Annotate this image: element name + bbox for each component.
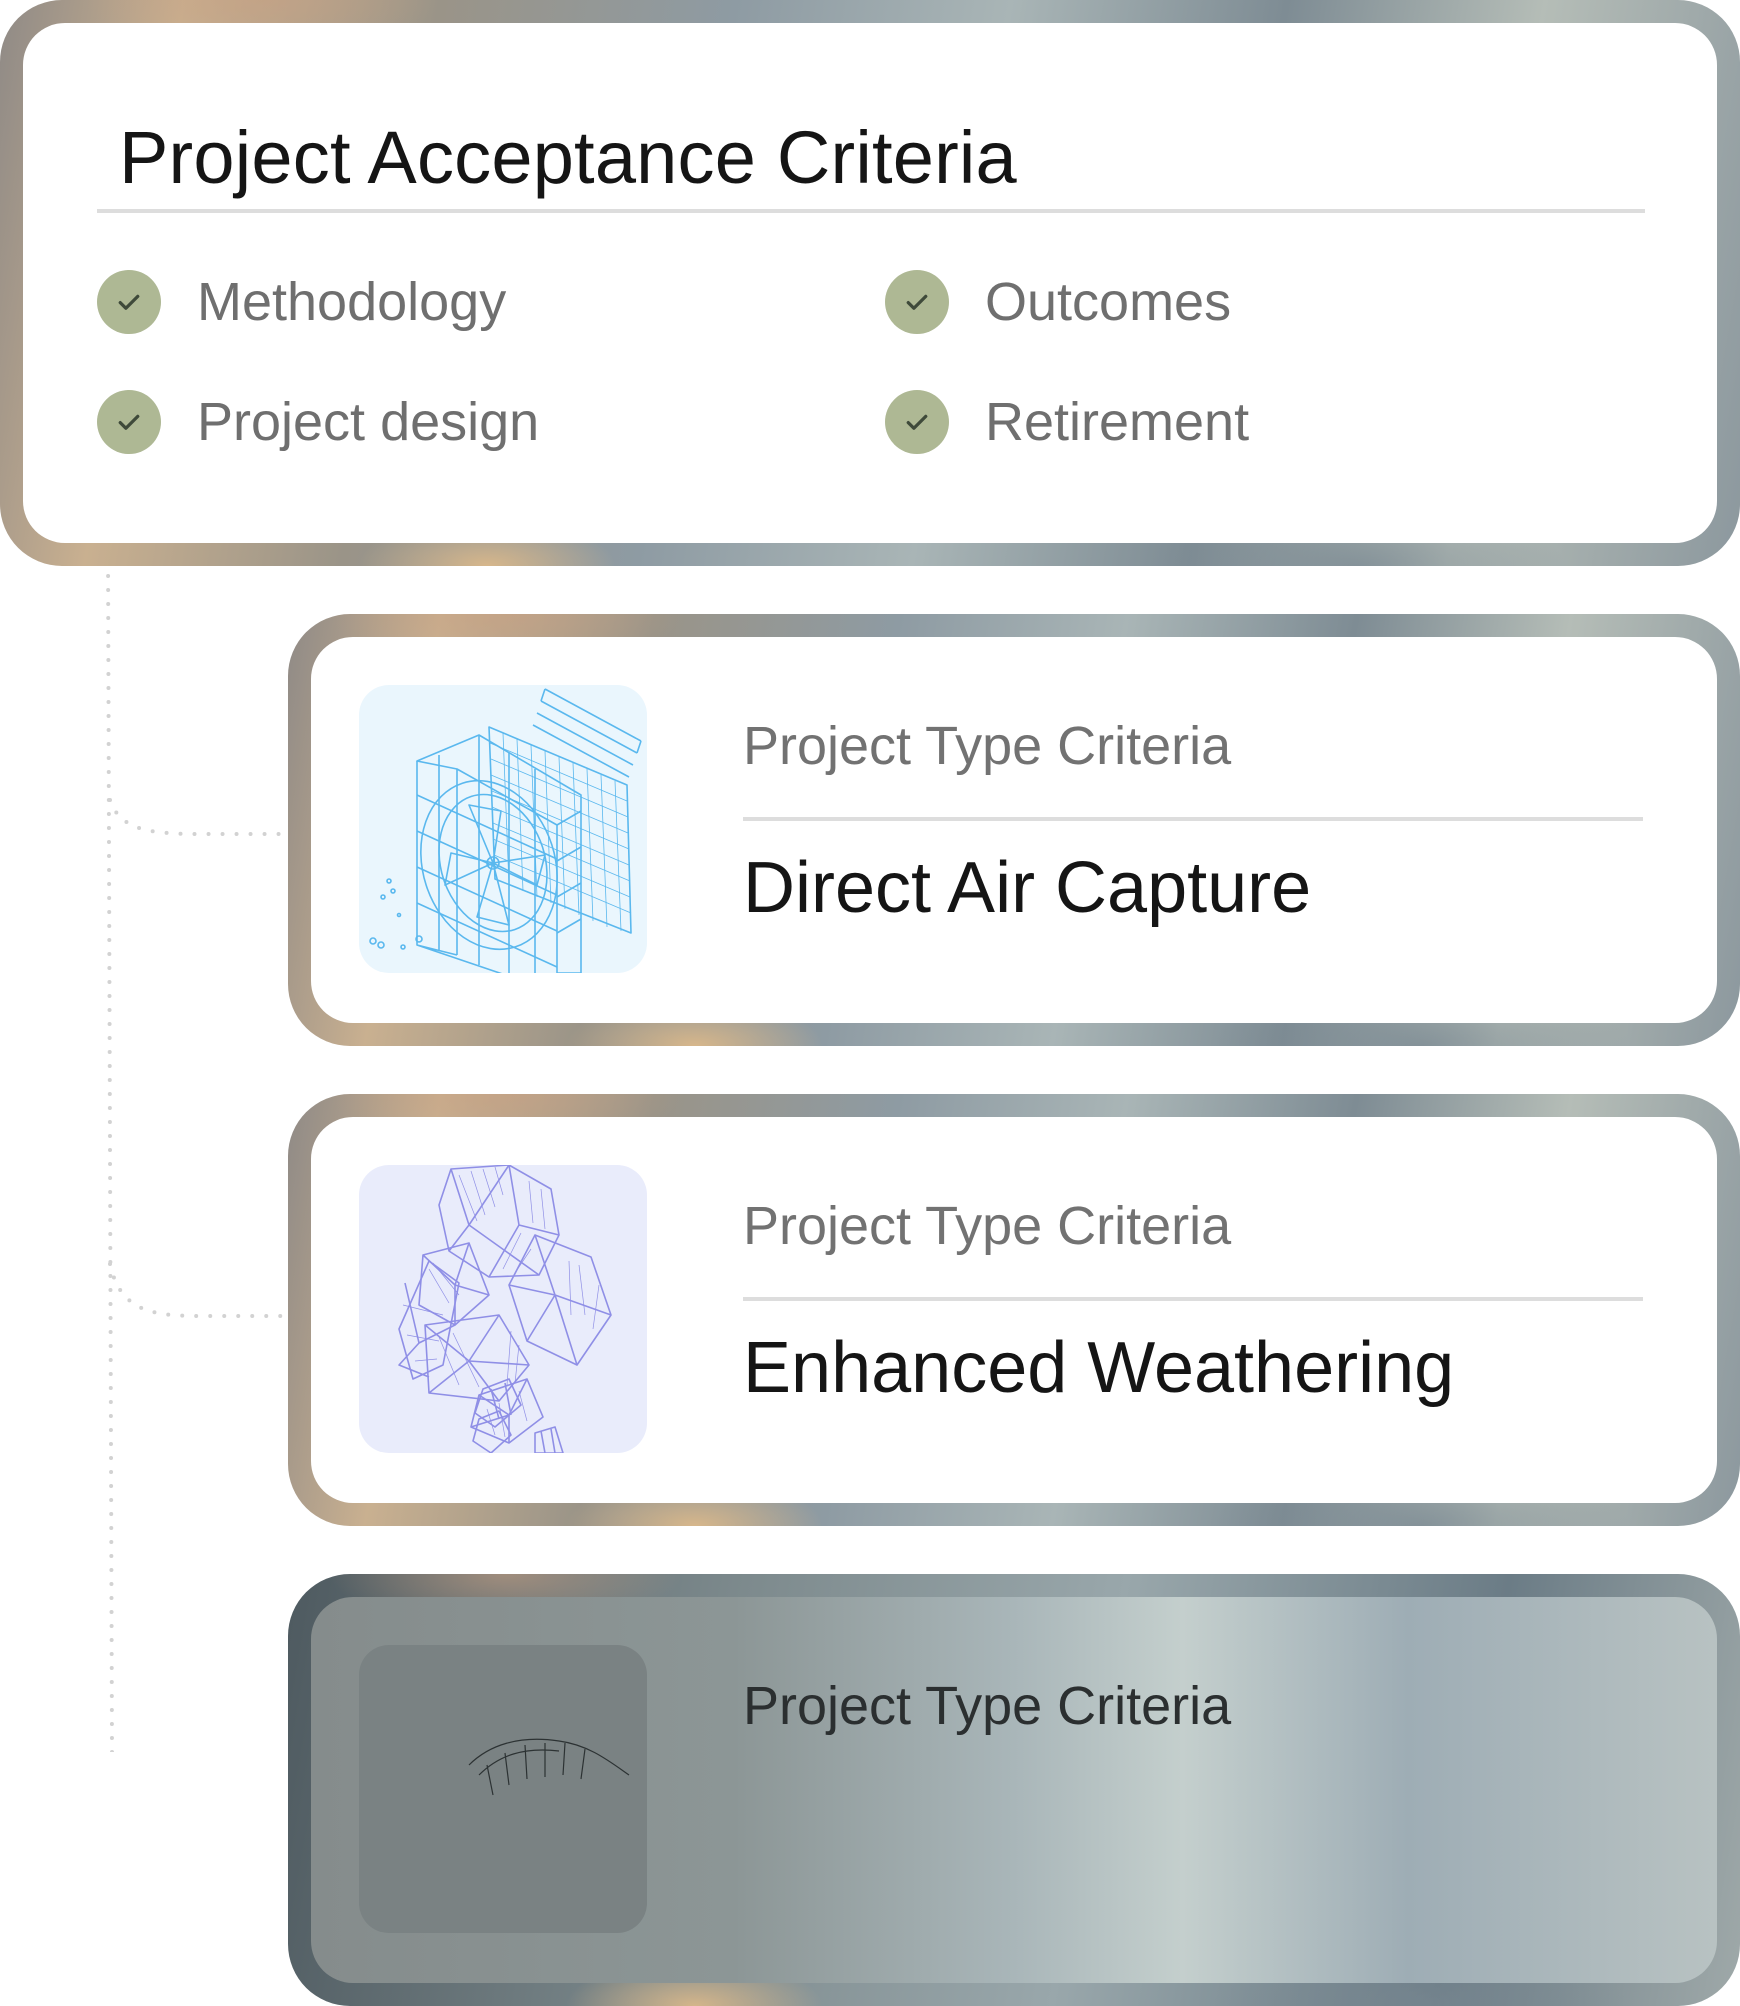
acceptance-title: Project Acceptance Criteria	[119, 116, 1017, 199]
project-type-label: Project Type Criteria	[743, 716, 1232, 776]
project-type-card-third[interactable]: Project Type Criteria	[288, 1574, 1740, 2006]
enhanced-weathering-rocks-icon	[359, 1165, 647, 1453]
check-circle-icon	[97, 270, 161, 334]
project-type-label: Project Type Criteria	[743, 1196, 1232, 1256]
criteria-label: Project design	[197, 392, 540, 452]
criteria-item-project-design: Project design	[97, 389, 539, 455]
criteria-label: Methodology	[197, 272, 507, 332]
check-circle-icon	[97, 390, 161, 454]
criteria-item-outcomes: Outcomes	[885, 269, 1231, 335]
criteria-item-retirement: Retirement	[885, 389, 1249, 455]
criteria-label: Outcomes	[985, 272, 1232, 332]
project-type-divider	[743, 1297, 1643, 1301]
direct-air-capture-fan-icon	[359, 685, 647, 973]
project-type-label: Project Type Criteria	[743, 1676, 1232, 1736]
criteria-item-methodology: Methodology	[97, 269, 506, 335]
criteria-label: Retirement	[985, 392, 1250, 452]
project-type-card-direct-air-capture[interactable]: Project Type Criteria Direct Air Capture	[288, 614, 1740, 1046]
acceptance-divider	[97, 209, 1645, 213]
landscape-wireframe-icon	[359, 1645, 647, 1933]
check-circle-icon	[885, 390, 949, 454]
acceptance-criteria-card: Project Acceptance Criteria Methodology …	[0, 0, 1740, 566]
check-circle-icon	[885, 270, 949, 334]
project-type-name: Direct Air Capture	[743, 848, 1312, 928]
project-type-name: Enhanced Weathering	[743, 1328, 1455, 1408]
project-type-divider	[743, 817, 1643, 821]
project-type-card-enhanced-weathering[interactable]: Project Type Criteria Enhanced Weatherin…	[288, 1094, 1740, 1526]
